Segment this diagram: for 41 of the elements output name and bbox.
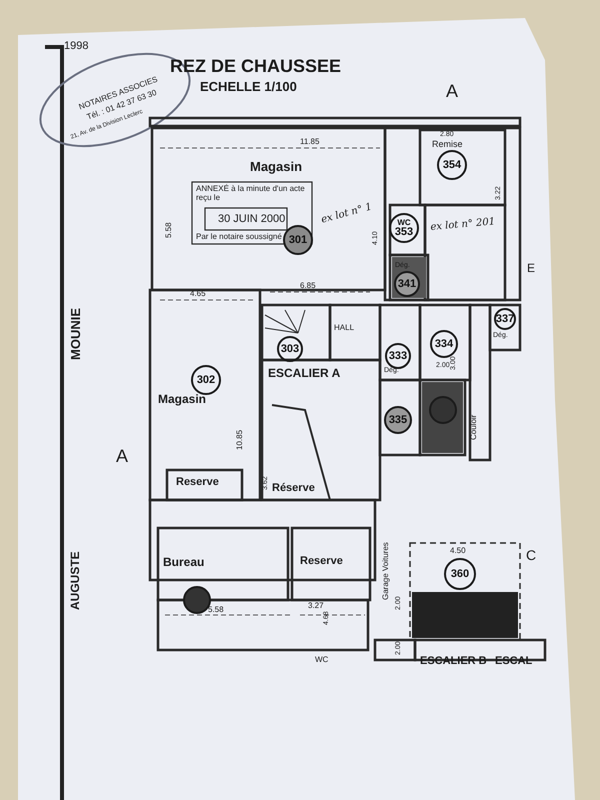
plan-label: Reserve xyxy=(176,476,219,488)
plan-label: Reserve xyxy=(300,555,343,568)
rotated-label: ex lot n° 1 xyxy=(320,202,374,226)
rotated-label: 5.58 xyxy=(165,222,174,238)
rotated-label: ex lot n° 201 xyxy=(430,216,496,233)
plan-label: 3.27 xyxy=(308,602,324,611)
room-number-circle: 334 xyxy=(430,330,458,358)
plan-label: 5.58 xyxy=(208,606,224,615)
rotated-label: AUGUSTE xyxy=(69,551,82,610)
plan-label: ESCAL xyxy=(495,655,532,668)
plan-label: ECHELLE 1/100 xyxy=(200,80,297,94)
rotated-label: Garage Voitures xyxy=(382,542,391,600)
room-number-circle: 303 xyxy=(277,336,303,362)
rotated-label: 10.85 xyxy=(236,430,245,450)
rotated-label: Couloir xyxy=(470,414,479,440)
plan-label: WC xyxy=(315,656,328,665)
plan-label: Remise xyxy=(432,140,463,150)
room-number-circle: 354 xyxy=(437,150,467,180)
room-number-circle: 360 xyxy=(444,558,476,590)
plan-label: Magasin xyxy=(250,160,302,174)
room-number-circle: 337 xyxy=(494,308,516,330)
plan-label: Magasin xyxy=(158,393,206,406)
plan-label: ESCALIER A xyxy=(268,367,340,380)
plan-label: Bureau xyxy=(163,556,204,570)
plan-label: A xyxy=(116,447,128,467)
plan-label: ANNEXÉ à la minute d'un acte reçu le xyxy=(196,185,306,203)
plan-label: ESCALIER B xyxy=(420,655,487,668)
plan-label: C xyxy=(526,548,536,564)
plan-label: A xyxy=(446,82,458,102)
plan-label: HALL xyxy=(334,324,354,333)
plan-label: 30 JUIN 2000 xyxy=(218,213,286,226)
plan-label: 11.85 xyxy=(300,138,320,147)
plan-label: 4.65 xyxy=(190,290,206,299)
plan-label: 6.85 xyxy=(300,282,316,291)
room-number-circle: 302 xyxy=(191,365,221,395)
plan-label: 1998 xyxy=(64,40,88,52)
plan-label: E xyxy=(527,262,536,276)
rotated-label: MOUNIE xyxy=(69,308,84,360)
plan-label: 4.50 xyxy=(450,547,466,556)
plan-label: Réserve xyxy=(272,482,315,494)
room-number-circle: WC 353 xyxy=(389,213,419,243)
